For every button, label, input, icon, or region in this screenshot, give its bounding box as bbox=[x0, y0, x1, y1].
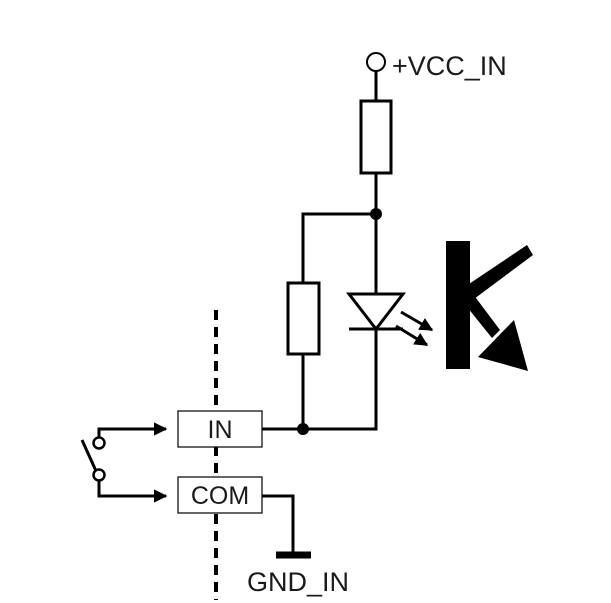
com-ground-wire bbox=[262, 494, 295, 552]
switch-lever bbox=[80, 439, 98, 472]
vcc-terminal bbox=[366, 52, 386, 72]
light-arrow-2 bbox=[395, 324, 429, 347]
switch-contact-bottom bbox=[92, 468, 106, 482]
shunt-resistor bbox=[286, 281, 321, 356]
switch-lower-wire bbox=[97, 478, 168, 503]
light-arrow-1 bbox=[400, 310, 434, 332]
switch-upper-wire bbox=[97, 422, 168, 438]
phototransistor-emitter-line bbox=[463, 290, 500, 338]
led-triangle bbox=[345, 292, 407, 332]
phototransistor-collector bbox=[463, 245, 533, 302]
vcc-label: +VCC_IN bbox=[392, 51, 507, 81]
com-label: COM bbox=[191, 482, 249, 510]
phototransistor-emitter-arrow bbox=[478, 320, 528, 371]
junction-node-top bbox=[370, 208, 382, 220]
gnd-label: GND_IN bbox=[247, 567, 349, 597]
led-cathode-wire bbox=[303, 329, 378, 431]
com-terminal-box bbox=[177, 476, 263, 514]
shunt-top-wire bbox=[301, 212, 376, 283]
in-label: IN bbox=[208, 416, 233, 444]
in-terminal-box bbox=[177, 410, 263, 448]
series-resistor bbox=[359, 99, 393, 175]
switch-contact-top bbox=[92, 436, 106, 450]
